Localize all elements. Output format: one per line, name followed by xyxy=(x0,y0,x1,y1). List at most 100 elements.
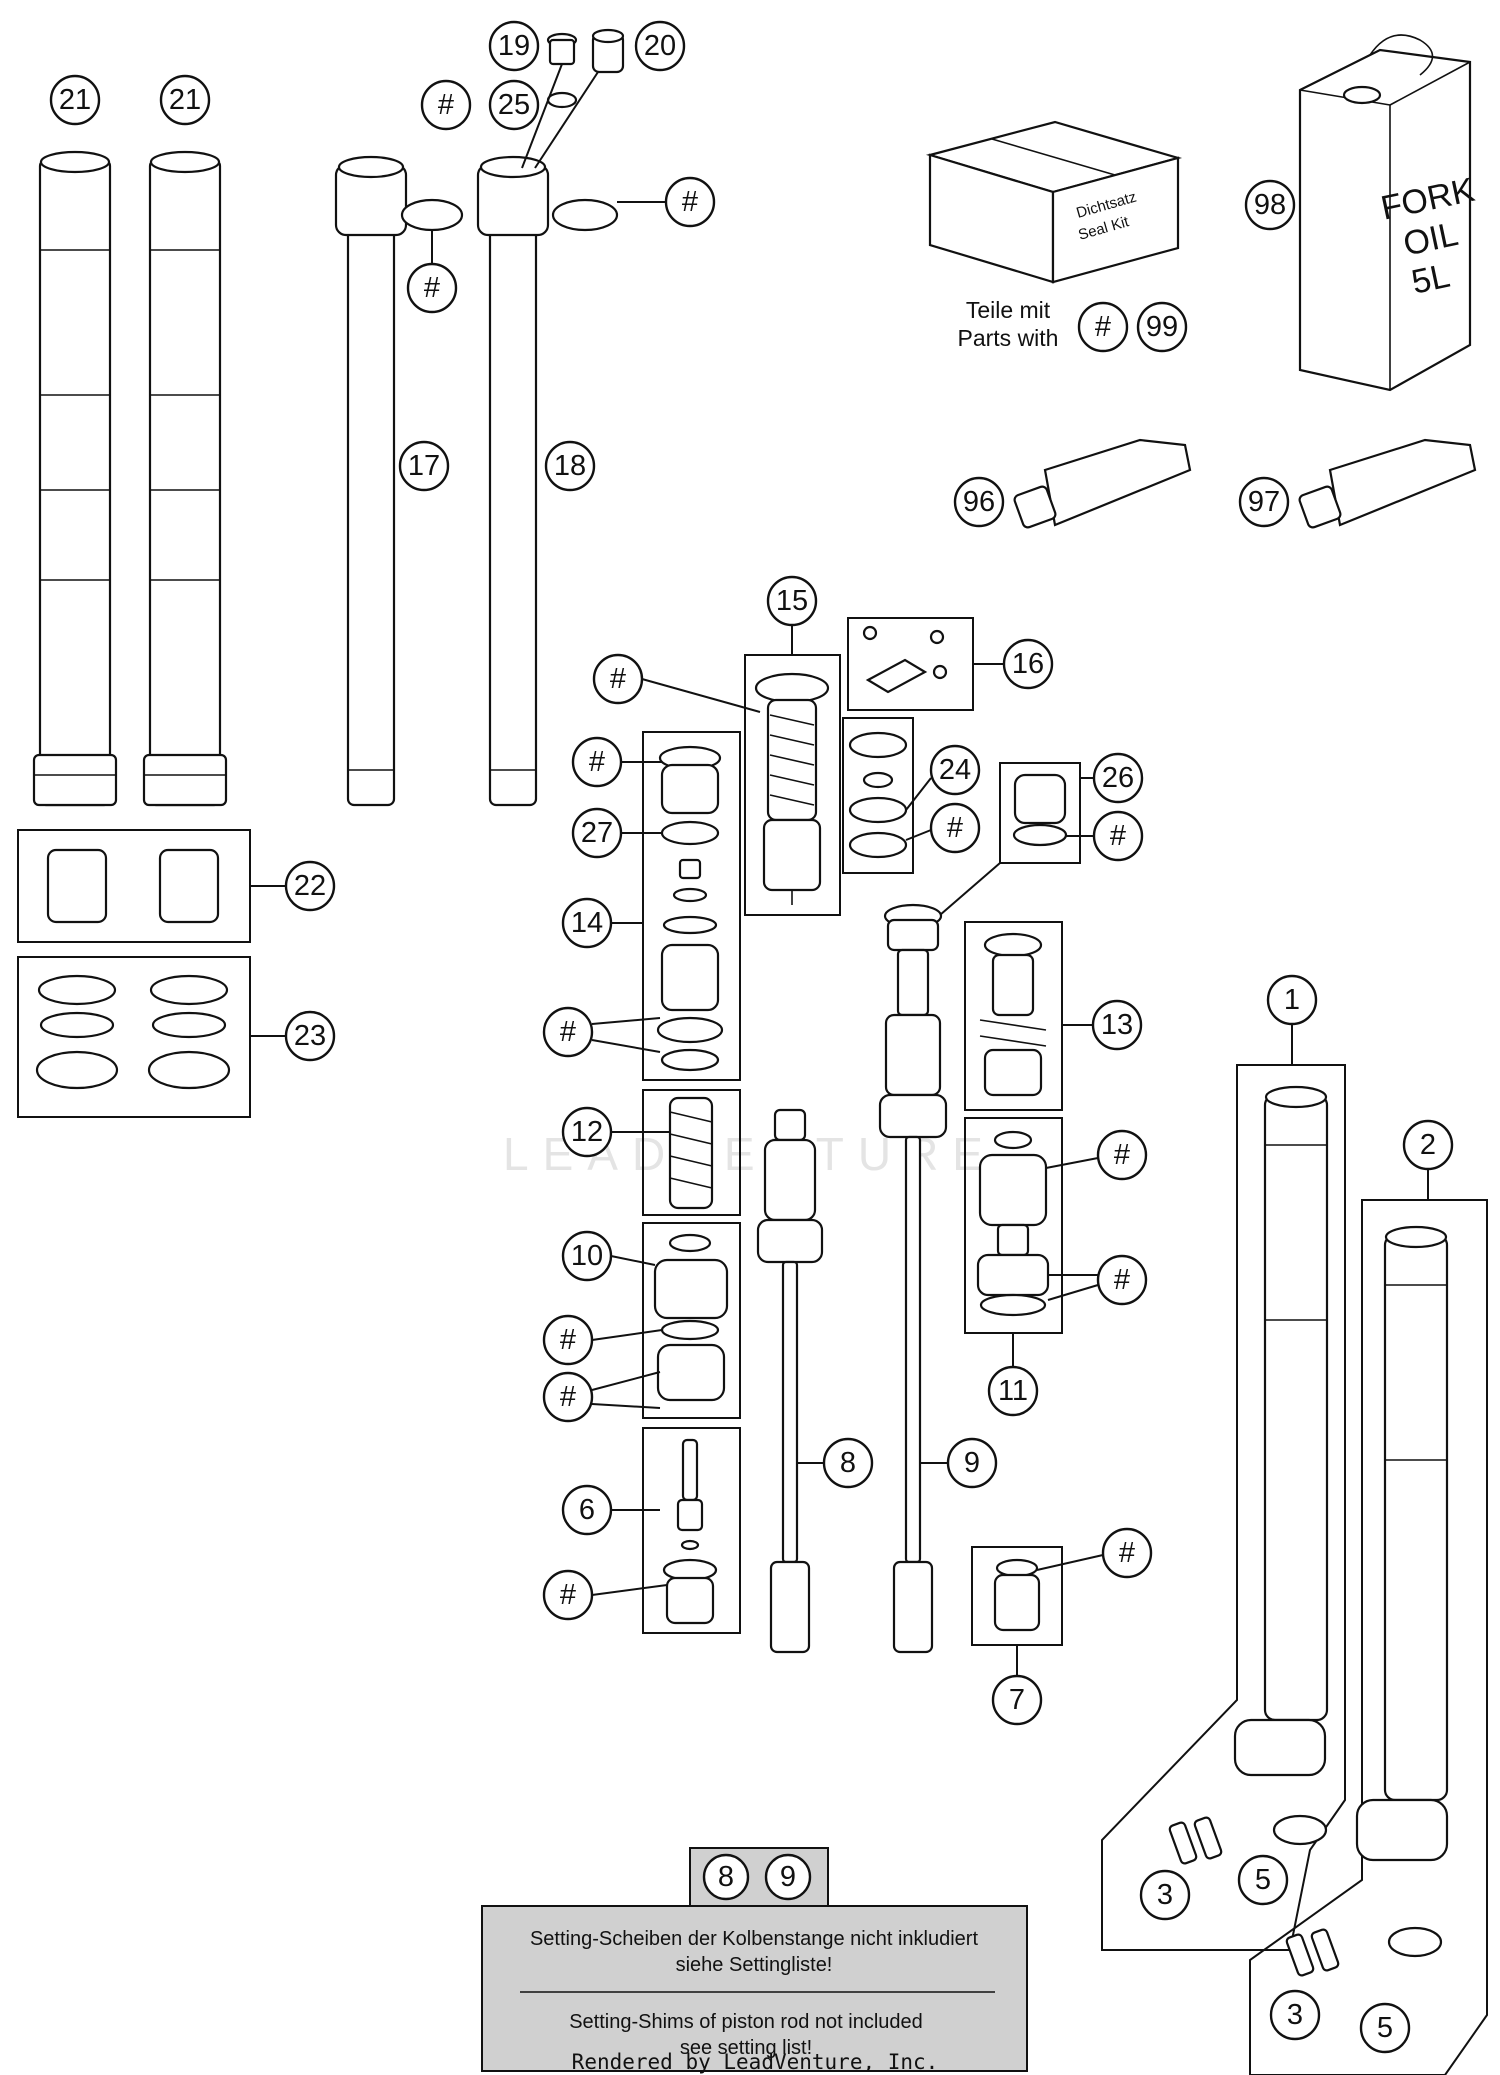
callout-13: 13 xyxy=(1091,999,1143,1051)
svg-text:#: # xyxy=(424,272,440,304)
footer-credit: Rendered by LeadVenture, Inc. xyxy=(572,2050,939,2074)
frame-13 xyxy=(964,921,1063,1111)
fork-oil-can[interactable]: FORK OIL 5L xyxy=(1298,34,1478,392)
callout-hash-kit: # xyxy=(1077,301,1129,353)
callout-hash-11-bottom: # xyxy=(1096,1254,1148,1306)
frame-14 xyxy=(642,731,741,1081)
callout-hash-6: # xyxy=(542,1569,594,1621)
outer-tube-left[interactable] xyxy=(32,150,118,807)
svg-text:#: # xyxy=(1119,1537,1135,1569)
piston-rod-8[interactable] xyxy=(756,1108,824,1654)
svg-text:25: 25 xyxy=(498,89,530,121)
svg-text:#: # xyxy=(610,663,626,695)
svg-text:#: # xyxy=(1095,311,1111,343)
inner-tube-17[interactable] xyxy=(334,155,408,807)
svg-text:18: 18 xyxy=(554,450,586,482)
fork-leg-1[interactable] xyxy=(1233,1085,1329,1777)
svg-text:26: 26 xyxy=(1102,762,1134,794)
svg-text:98: 98 xyxy=(1254,189,1286,221)
mid-valve-11[interactable] xyxy=(976,1130,1050,1317)
svg-text:#: # xyxy=(1110,820,1126,852)
callout-hash-11-top: # xyxy=(1096,1129,1148,1181)
svg-text:6: 6 xyxy=(579,1494,595,1526)
base-valve-7[interactable] xyxy=(993,1558,1041,1632)
outer-tube-right[interactable] xyxy=(142,150,228,807)
callout-17: 17 xyxy=(398,440,450,492)
svg-text:17: 17 xyxy=(408,450,440,482)
svg-text:19: 19 xyxy=(498,30,530,62)
svg-text:21: 21 xyxy=(169,84,201,116)
svg-text:#: # xyxy=(560,1381,576,1413)
callout-21-right: 21 xyxy=(159,74,211,126)
callout-8: 8 xyxy=(822,1437,874,1489)
callout-98: 98 xyxy=(1244,179,1296,231)
callout-18: 18 xyxy=(544,440,596,492)
screw-cap-19[interactable] xyxy=(546,32,578,66)
grease-tube-96[interactable] xyxy=(1013,438,1192,529)
nut-5b[interactable] xyxy=(1387,1926,1443,1958)
parts-with-en-text: Parts with xyxy=(958,325,1059,351)
svg-text:9: 9 xyxy=(780,1861,796,1893)
inner-tube-18[interactable] xyxy=(476,155,550,807)
callout-7: 7 xyxy=(991,1674,1043,1726)
svg-text:11: 11 xyxy=(998,1375,1028,1407)
adjuster-cap-20[interactable] xyxy=(591,28,625,74)
callout-27: 27 xyxy=(571,807,623,859)
frame-12 xyxy=(642,1089,741,1216)
callout-hash-17-ring: # xyxy=(406,262,458,314)
note-callout-9: 9 xyxy=(764,1853,812,1901)
compression-valve-14[interactable] xyxy=(656,745,724,1072)
svg-text:#: # xyxy=(560,1579,576,1611)
nut-5a[interactable] xyxy=(1272,1814,1328,1846)
o-ring-25[interactable] xyxy=(546,91,578,109)
parts-with-de-text: Teile mit xyxy=(966,297,1051,323)
adjuster-parts-16[interactable] xyxy=(862,625,948,694)
callout-hash-18-ring: # xyxy=(664,176,716,228)
needle-assembly-6[interactable] xyxy=(662,1438,718,1625)
rebound-spring-13[interactable] xyxy=(979,932,1047,1097)
svg-text:13: 13 xyxy=(1101,1009,1133,1041)
svg-text:#: # xyxy=(438,89,454,121)
grease-tube-97[interactable] xyxy=(1298,438,1477,529)
damper-spring-assembly-15[interactable] xyxy=(754,672,830,905)
o-ring-17[interactable] xyxy=(400,198,464,232)
frame-6 xyxy=(642,1427,741,1634)
seal-set[interactable] xyxy=(35,974,231,1090)
svg-text:7: 7 xyxy=(1009,1684,1025,1716)
frame-10 xyxy=(642,1222,741,1419)
valve-26[interactable] xyxy=(1012,773,1068,847)
bushing-pair[interactable] xyxy=(46,848,220,924)
callout-24: 24 xyxy=(929,744,981,796)
callout-26: 26 xyxy=(1092,752,1144,804)
svg-text:96: 96 xyxy=(963,486,995,518)
svg-text:15: 15 xyxy=(776,585,808,617)
spring-12[interactable] xyxy=(668,1096,714,1210)
fork-oil-label-3: 5L xyxy=(1408,257,1453,302)
svg-text:16: 16 xyxy=(1012,648,1044,680)
callout-hash-10-a: # xyxy=(542,1314,594,1366)
o-ring-18[interactable] xyxy=(551,198,619,232)
piston-rod-9[interactable] xyxy=(878,903,948,1654)
svg-text:20: 20 xyxy=(644,30,676,62)
callout-2: 2 xyxy=(1402,1119,1454,1171)
rings-24[interactable] xyxy=(848,731,908,859)
fork-leg-2[interactable] xyxy=(1355,1225,1449,1862)
callout-19: 19 xyxy=(488,20,540,72)
svg-text:#: # xyxy=(682,186,698,218)
seal-kit-box[interactable]: Dichtsatz Seal Kit xyxy=(925,120,1183,284)
callout-hash-14-bottom: # xyxy=(542,1006,594,1058)
svg-text:21: 21 xyxy=(59,84,91,116)
callout-23: 23 xyxy=(284,1010,336,1062)
callout-99: 99 xyxy=(1136,301,1188,353)
clamp-bolts-3a[interactable] xyxy=(1168,1816,1223,1865)
svg-text:27: 27 xyxy=(581,817,613,849)
note-box xyxy=(481,1905,1028,2072)
callout-3a: 3 xyxy=(1139,1869,1191,1921)
clamp-bolts-3b[interactable] xyxy=(1285,1928,1340,1977)
callout-5a: 5 xyxy=(1237,1854,1289,1906)
callout-11: 11 xyxy=(987,1365,1039,1417)
callout-hash-14-top: # xyxy=(571,736,623,788)
bottom-valve-10[interactable] xyxy=(653,1233,729,1402)
svg-text:12: 12 xyxy=(571,1116,603,1148)
callout-20: 20 xyxy=(634,20,686,72)
